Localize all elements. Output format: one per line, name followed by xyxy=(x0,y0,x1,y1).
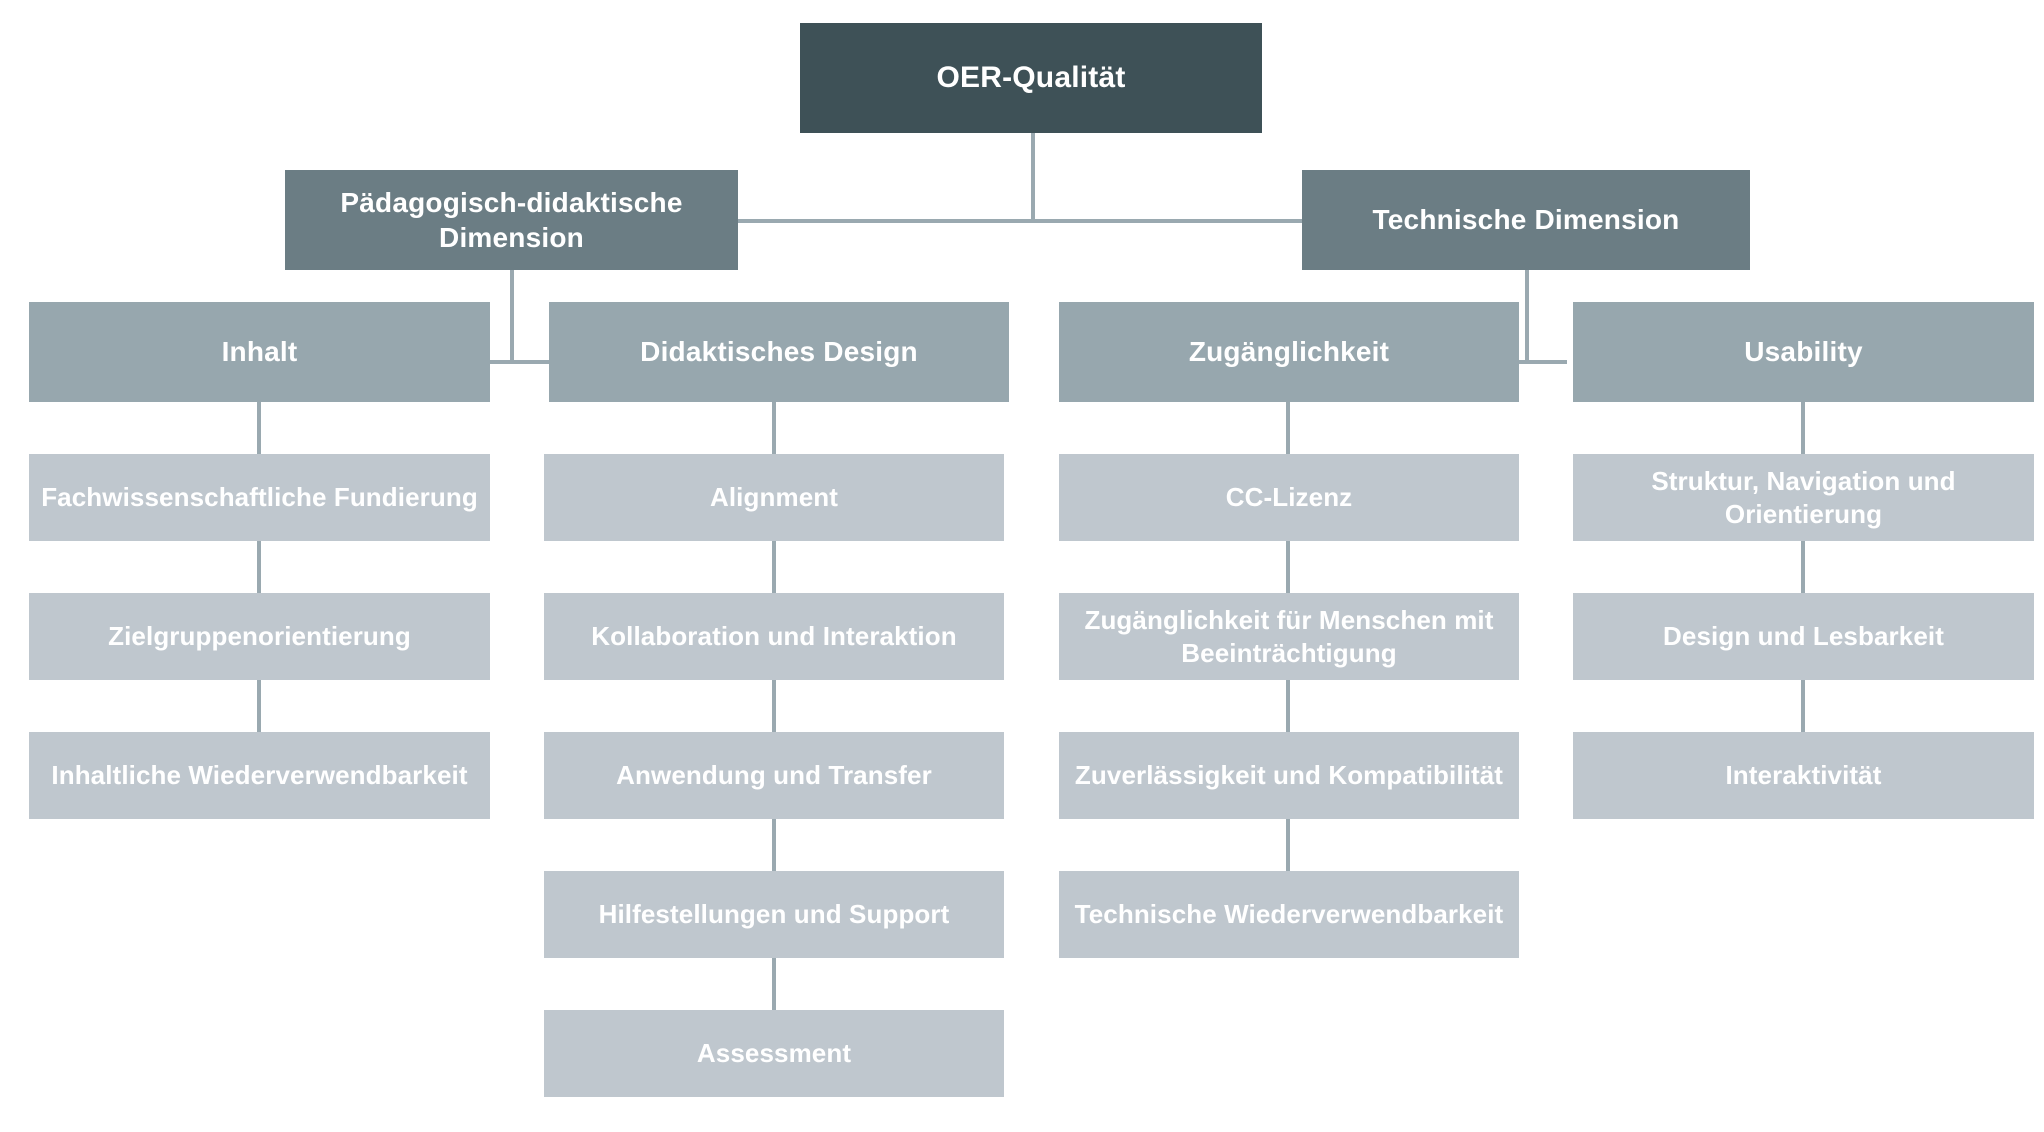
node-leaf-alignment[interactable]: Alignment xyxy=(544,454,1004,541)
node-leaf-zuverlaessigkeit-und-kompatibilitaet[interactable]: Zuverlässigkeit und Kompatibilität xyxy=(1059,732,1519,819)
connector-col1-seg3 xyxy=(257,680,261,732)
node-leaf-label: Interaktivität xyxy=(1725,760,1882,791)
node-leaf-kollaboration-und-interaktion[interactable]: Kollaboration und Interaktion xyxy=(544,593,1004,680)
node-leaf-struktur-navigation-und-orientierung[interactable]: Struktur, Navigation und Orientierung xyxy=(1573,454,2034,541)
node-root-label: OER-Qualität xyxy=(936,61,1126,95)
node-category-label: Zugänglichkeit xyxy=(1188,336,1390,368)
node-leaf-zugaenglichkeit-fuer-menschen-mit-beeintraechtigung[interactable]: Zugänglichkeit für Menschen mit Beeinträ… xyxy=(1059,593,1519,680)
connector-col4-seg2 xyxy=(1801,541,1805,593)
node-category-label: Didaktisches Design xyxy=(640,336,918,368)
node-leaf-hilfestellungen-und-support[interactable]: Hilfestellungen und Support xyxy=(544,871,1004,958)
connector-col1-seg1 xyxy=(257,402,261,454)
node-leaf-inhaltliche-wiederverwendbarkeit[interactable]: Inhaltliche Wiederverwendbarkeit xyxy=(29,732,490,819)
node-leaf-label: Assessment xyxy=(696,1038,852,1069)
node-leaf-label: Kollaboration und Interaktion xyxy=(591,621,957,652)
node-category-label: Usability xyxy=(1744,336,1863,368)
node-leaf-anwendung-und-transfer[interactable]: Anwendung und Transfer xyxy=(544,732,1004,819)
node-category-inhalt[interactable]: Inhalt xyxy=(29,302,490,402)
node-leaf-label: Alignment xyxy=(709,482,838,513)
node-leaf-technische-wiederverwendbarkeit[interactable]: Technische Wiederverwendbarkeit xyxy=(1059,871,1519,958)
connector-col2-seg1 xyxy=(772,402,776,454)
node-leaf-label: Design und Lesbarkeit xyxy=(1663,621,1944,652)
node-leaf-label: Fachwissenschaftliche Fundierung xyxy=(41,482,478,513)
connector-col3-seg4 xyxy=(1286,819,1290,871)
connector-right-categories-horizontal xyxy=(1505,360,1567,364)
node-leaf-zielgruppenorientierung[interactable]: Zielgruppenorientierung xyxy=(29,593,490,680)
node-leaf-fachwissenschaftliche-fundierung[interactable]: Fachwissenschaftliche Fundierung xyxy=(29,454,490,541)
node-dimension-paedagogisch-didaktisch[interactable]: Pädagogisch-didaktische Dimension xyxy=(285,170,738,270)
node-root-oer-qualitaet[interactable]: OER-Qualität xyxy=(800,23,1262,133)
connector-col3-seg3 xyxy=(1286,680,1290,732)
node-dimension-label: Pädagogisch-didaktische Dimension xyxy=(340,186,683,253)
node-leaf-label: Zugänglichkeit für Menschen mit Beeinträ… xyxy=(1084,604,1494,668)
connector-col4-seg3 xyxy=(1801,680,1805,732)
node-leaf-assessment[interactable]: Assessment xyxy=(544,1010,1004,1097)
node-category-zugaenglichkeit[interactable]: Zugänglichkeit xyxy=(1059,302,1519,402)
connector-dimension-horizontal xyxy=(738,219,1302,223)
connector-col3-seg1 xyxy=(1286,402,1290,454)
node-category-didaktisches-design[interactable]: Didaktisches Design xyxy=(549,302,1009,402)
node-leaf-label: Zielgruppenorientierung xyxy=(108,621,411,652)
connector-root-vertical xyxy=(1031,133,1035,223)
connector-col2-seg5 xyxy=(772,958,776,1010)
node-leaf-label: Anwendung und Transfer xyxy=(616,760,932,791)
node-dimension-technisch[interactable]: Technische Dimension xyxy=(1302,170,1750,270)
node-leaf-label: Hilfestellungen und Support xyxy=(598,899,950,930)
node-leaf-label: CC-Lizenz xyxy=(1225,482,1353,513)
connector-col3-seg2 xyxy=(1286,541,1290,593)
node-dimension-label: Technische Dimension xyxy=(1372,204,1680,236)
connector-left-dimension-vertical xyxy=(510,270,514,362)
node-leaf-interaktivitaet[interactable]: Interaktivität xyxy=(1573,732,2034,819)
connector-col2-seg3 xyxy=(772,680,776,732)
node-leaf-label: Zuverlässigkeit und Kompatibilität xyxy=(1074,760,1504,791)
node-category-usability[interactable]: Usability xyxy=(1573,302,2034,402)
node-leaf-cc-lizenz[interactable]: CC-Lizenz xyxy=(1059,454,1519,541)
node-leaf-design-und-lesbarkeit[interactable]: Design und Lesbarkeit xyxy=(1573,593,2034,680)
node-leaf-label: Struktur, Navigation und Orientierung xyxy=(1651,465,1956,529)
connector-col2-seg2 xyxy=(772,541,776,593)
node-category-label: Inhalt xyxy=(221,336,298,368)
node-leaf-label: Technische Wiederverwendbarkeit xyxy=(1074,899,1504,930)
connector-col4-seg1 xyxy=(1801,402,1805,454)
node-leaf-label: Inhaltliche Wiederverwendbarkeit xyxy=(51,760,468,791)
connector-right-dimension-vertical xyxy=(1525,270,1529,362)
connector-col1-seg2 xyxy=(257,541,261,593)
connector-col2-seg4 xyxy=(772,819,776,871)
connector-left-categories-horizontal xyxy=(490,360,550,364)
